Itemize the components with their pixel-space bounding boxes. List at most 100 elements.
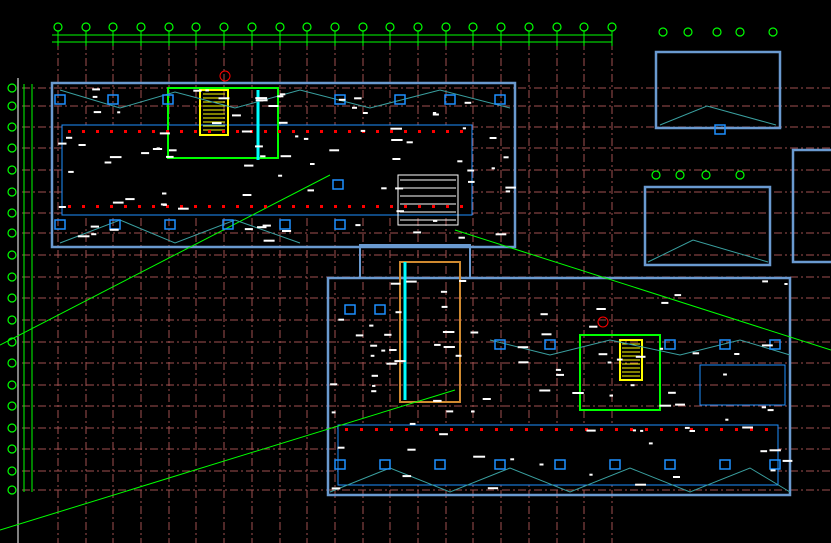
annotation-text-mark (491, 167, 495, 170)
annotation-text-mark (371, 390, 377, 393)
annotation-text-mark (330, 383, 338, 386)
annotation-text-mark (310, 163, 315, 165)
annotation-text-mark (169, 149, 177, 152)
core-2 (579, 334, 661, 411)
grid-bubble (7, 401, 17, 411)
sprinkler-head (96, 130, 99, 133)
annotations (58, 88, 793, 490)
annotation-text-mark (767, 409, 774, 412)
annotation-text-mark (295, 135, 299, 138)
annotation-text-mark (761, 344, 773, 347)
annotation-text-mark (384, 333, 392, 336)
grid-bubble (81, 22, 91, 32)
annotation-text-mark (125, 198, 135, 201)
annotation-text-mark (160, 203, 167, 206)
annotation-text-mark (782, 459, 793, 462)
annotation-text-mark (386, 362, 397, 365)
pipe-run (489, 339, 791, 356)
annotation-text-mark (66, 136, 73, 139)
sprinkler-head (345, 428, 348, 431)
annotation-text-mark (473, 455, 486, 458)
sprinkler-head (460, 130, 463, 133)
roof-slope (659, 105, 777, 126)
sprinkler-head (705, 428, 708, 431)
annotation-text-mark (268, 105, 279, 107)
equipment-unit (107, 94, 119, 105)
annotation-text-mark (468, 180, 475, 183)
sprinkler-head (735, 428, 738, 431)
sprinkler-head (446, 130, 449, 133)
section-line (0, 174, 331, 346)
annotation-text-mark (556, 373, 564, 376)
annotation-text-mark (109, 228, 119, 231)
grid-bubble (7, 122, 17, 132)
sprinkler-head (460, 205, 463, 208)
annotation-text-mark (232, 114, 241, 117)
room-block (699, 364, 786, 406)
annotation-text-mark (255, 99, 268, 102)
sprinkler-head (264, 205, 267, 208)
sprinkler-head (362, 205, 365, 208)
annotation-text-mark (769, 449, 781, 452)
annotation-text-mark (193, 89, 202, 92)
annotation-text-mark (392, 158, 401, 160)
grid-bubble (7, 101, 17, 111)
sprinkler-head (194, 130, 197, 133)
sprinkler-head (138, 130, 141, 133)
building-walls (50, 50, 831, 497)
annotation-text-mark (725, 418, 729, 421)
grid-bubble (524, 22, 534, 32)
annotation-text-mark (723, 373, 727, 376)
grid-bubble (7, 485, 17, 495)
sprinkler-head (208, 130, 211, 133)
equipment-unit (494, 459, 506, 470)
annotation-text-mark (280, 155, 292, 158)
sprinkler-head (432, 205, 435, 208)
alarm-symbol (597, 316, 609, 328)
annotation-text-mark (337, 446, 345, 449)
sprinkler-head (306, 130, 309, 133)
grid-bubble (385, 22, 395, 32)
grid-bubble (108, 22, 118, 32)
sprinkler-head (495, 428, 498, 431)
annotation-text-mark (443, 346, 455, 348)
annotation-text-mark (433, 219, 438, 222)
sprinkler-head (465, 428, 468, 431)
annotation-text-mark (329, 149, 340, 152)
annotation-text-mark (93, 111, 102, 114)
annotation-text-mark (446, 410, 454, 413)
annotation-text-mark (112, 201, 124, 204)
equipment-unit (164, 219, 176, 230)
annotation-text-mark (91, 233, 97, 236)
annotation-text-mark (442, 331, 455, 333)
annotation-text-mark (489, 137, 497, 139)
annotation-text-mark (668, 391, 676, 394)
annotation-text-mark (242, 194, 252, 196)
grid-bubble (7, 228, 17, 238)
annotation-text-mark (455, 354, 462, 357)
grid-bubble (7, 187, 17, 197)
annotation-text-mark (406, 280, 417, 283)
equipment-unit (664, 459, 676, 470)
building-1-corridor (61, 124, 473, 216)
equipment-unit (494, 94, 506, 105)
annotation-text-mark (278, 174, 283, 177)
annotation-text-mark (390, 282, 401, 285)
sprinkler-head (630, 428, 633, 431)
annotation-text-mark (205, 89, 209, 92)
annotation-text-mark (459, 280, 467, 282)
annotation-text-mark (159, 132, 170, 135)
equipment-unit (494, 339, 506, 350)
sprinkler-head (418, 205, 421, 208)
sprinkler-head (690, 428, 693, 431)
annotation-text-mark (395, 187, 404, 190)
sprinkler-head (750, 428, 753, 431)
sprinkler-head (570, 428, 573, 431)
sprinkler-head (720, 428, 723, 431)
equipment-unit (719, 339, 731, 350)
sprinkler-head (615, 428, 618, 431)
annotation-text-mark (471, 410, 475, 413)
sprinkler-head (376, 130, 379, 133)
